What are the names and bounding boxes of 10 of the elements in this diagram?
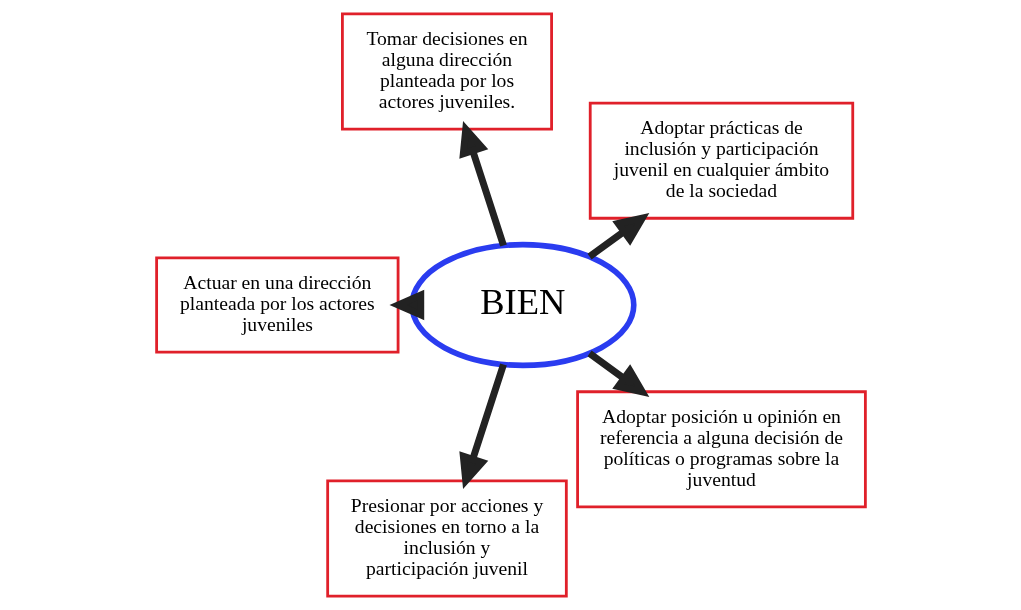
node-box: Presionar por acciones y decisiones en torno a la inclusión y participación juvenil: [325, 479, 568, 598]
arrow: [458, 120, 507, 247]
arrow: [587, 350, 649, 397]
node-box: Adoptar posición u opinión en referencia a alguna decisión de políticas o programas sobre la juventud: [575, 390, 867, 509]
arrow: [389, 289, 424, 321]
arrow: [458, 363, 507, 490]
node-box: Actuar en una dirección planteada por los actores juveniles: [154, 256, 399, 354]
arrow: [587, 213, 649, 260]
node-box: Tomar decisiones en alguna dirección planteada por los actores juveniles.: [340, 12, 553, 131]
node-box: Adoptar prácticas de inclusión y participación juvenil en cualquier ámbito de la sociedad: [588, 101, 854, 220]
